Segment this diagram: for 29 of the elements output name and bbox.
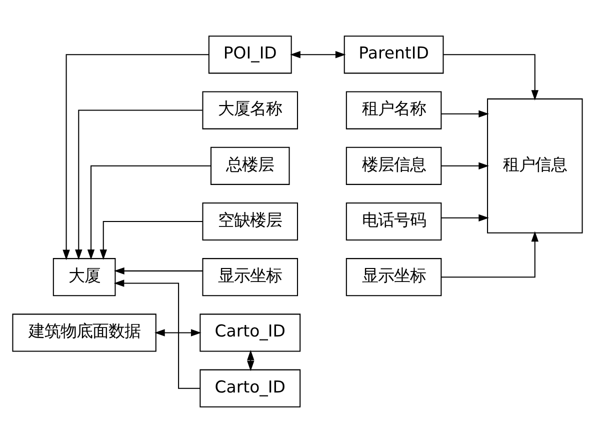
node-box: 大厦 [52, 258, 116, 296]
node-box: Carto_ID [200, 368, 301, 407]
node-box: 电话号码 [346, 202, 442, 240]
node-box: POI_ID [208, 35, 292, 74]
arrow [154, 328, 202, 336]
arrow [441, 230, 538, 278]
node-box: 显示坐标 [202, 258, 298, 296]
node-box: 租户名称 [346, 90, 442, 129]
arrow [75, 109, 202, 260]
node-box: 租户信息 [487, 98, 583, 233]
arrow [290, 50, 346, 58]
arrow [441, 214, 489, 221]
arrow [247, 350, 254, 371]
arrow [62, 54, 209, 260]
arrow [87, 164, 211, 260]
arrow [441, 162, 489, 169]
node-box: Carto_ID [200, 313, 301, 352]
arrow [114, 266, 203, 274]
node-box: ParentID [344, 35, 444, 74]
node-box: 空缺楼层 [202, 202, 298, 240]
arrow [441, 110, 489, 117]
arrow [444, 54, 538, 100]
node-box: 建筑物底面数据 [12, 313, 156, 352]
node-box: 大厦名称 [202, 90, 298, 129]
node-box: 楼层信息 [346, 146, 442, 184]
arrow [114, 279, 200, 388]
arrow [100, 220, 202, 260]
node-box: 显示坐标 [346, 258, 442, 296]
node-box: 总楼层 [210, 146, 290, 184]
